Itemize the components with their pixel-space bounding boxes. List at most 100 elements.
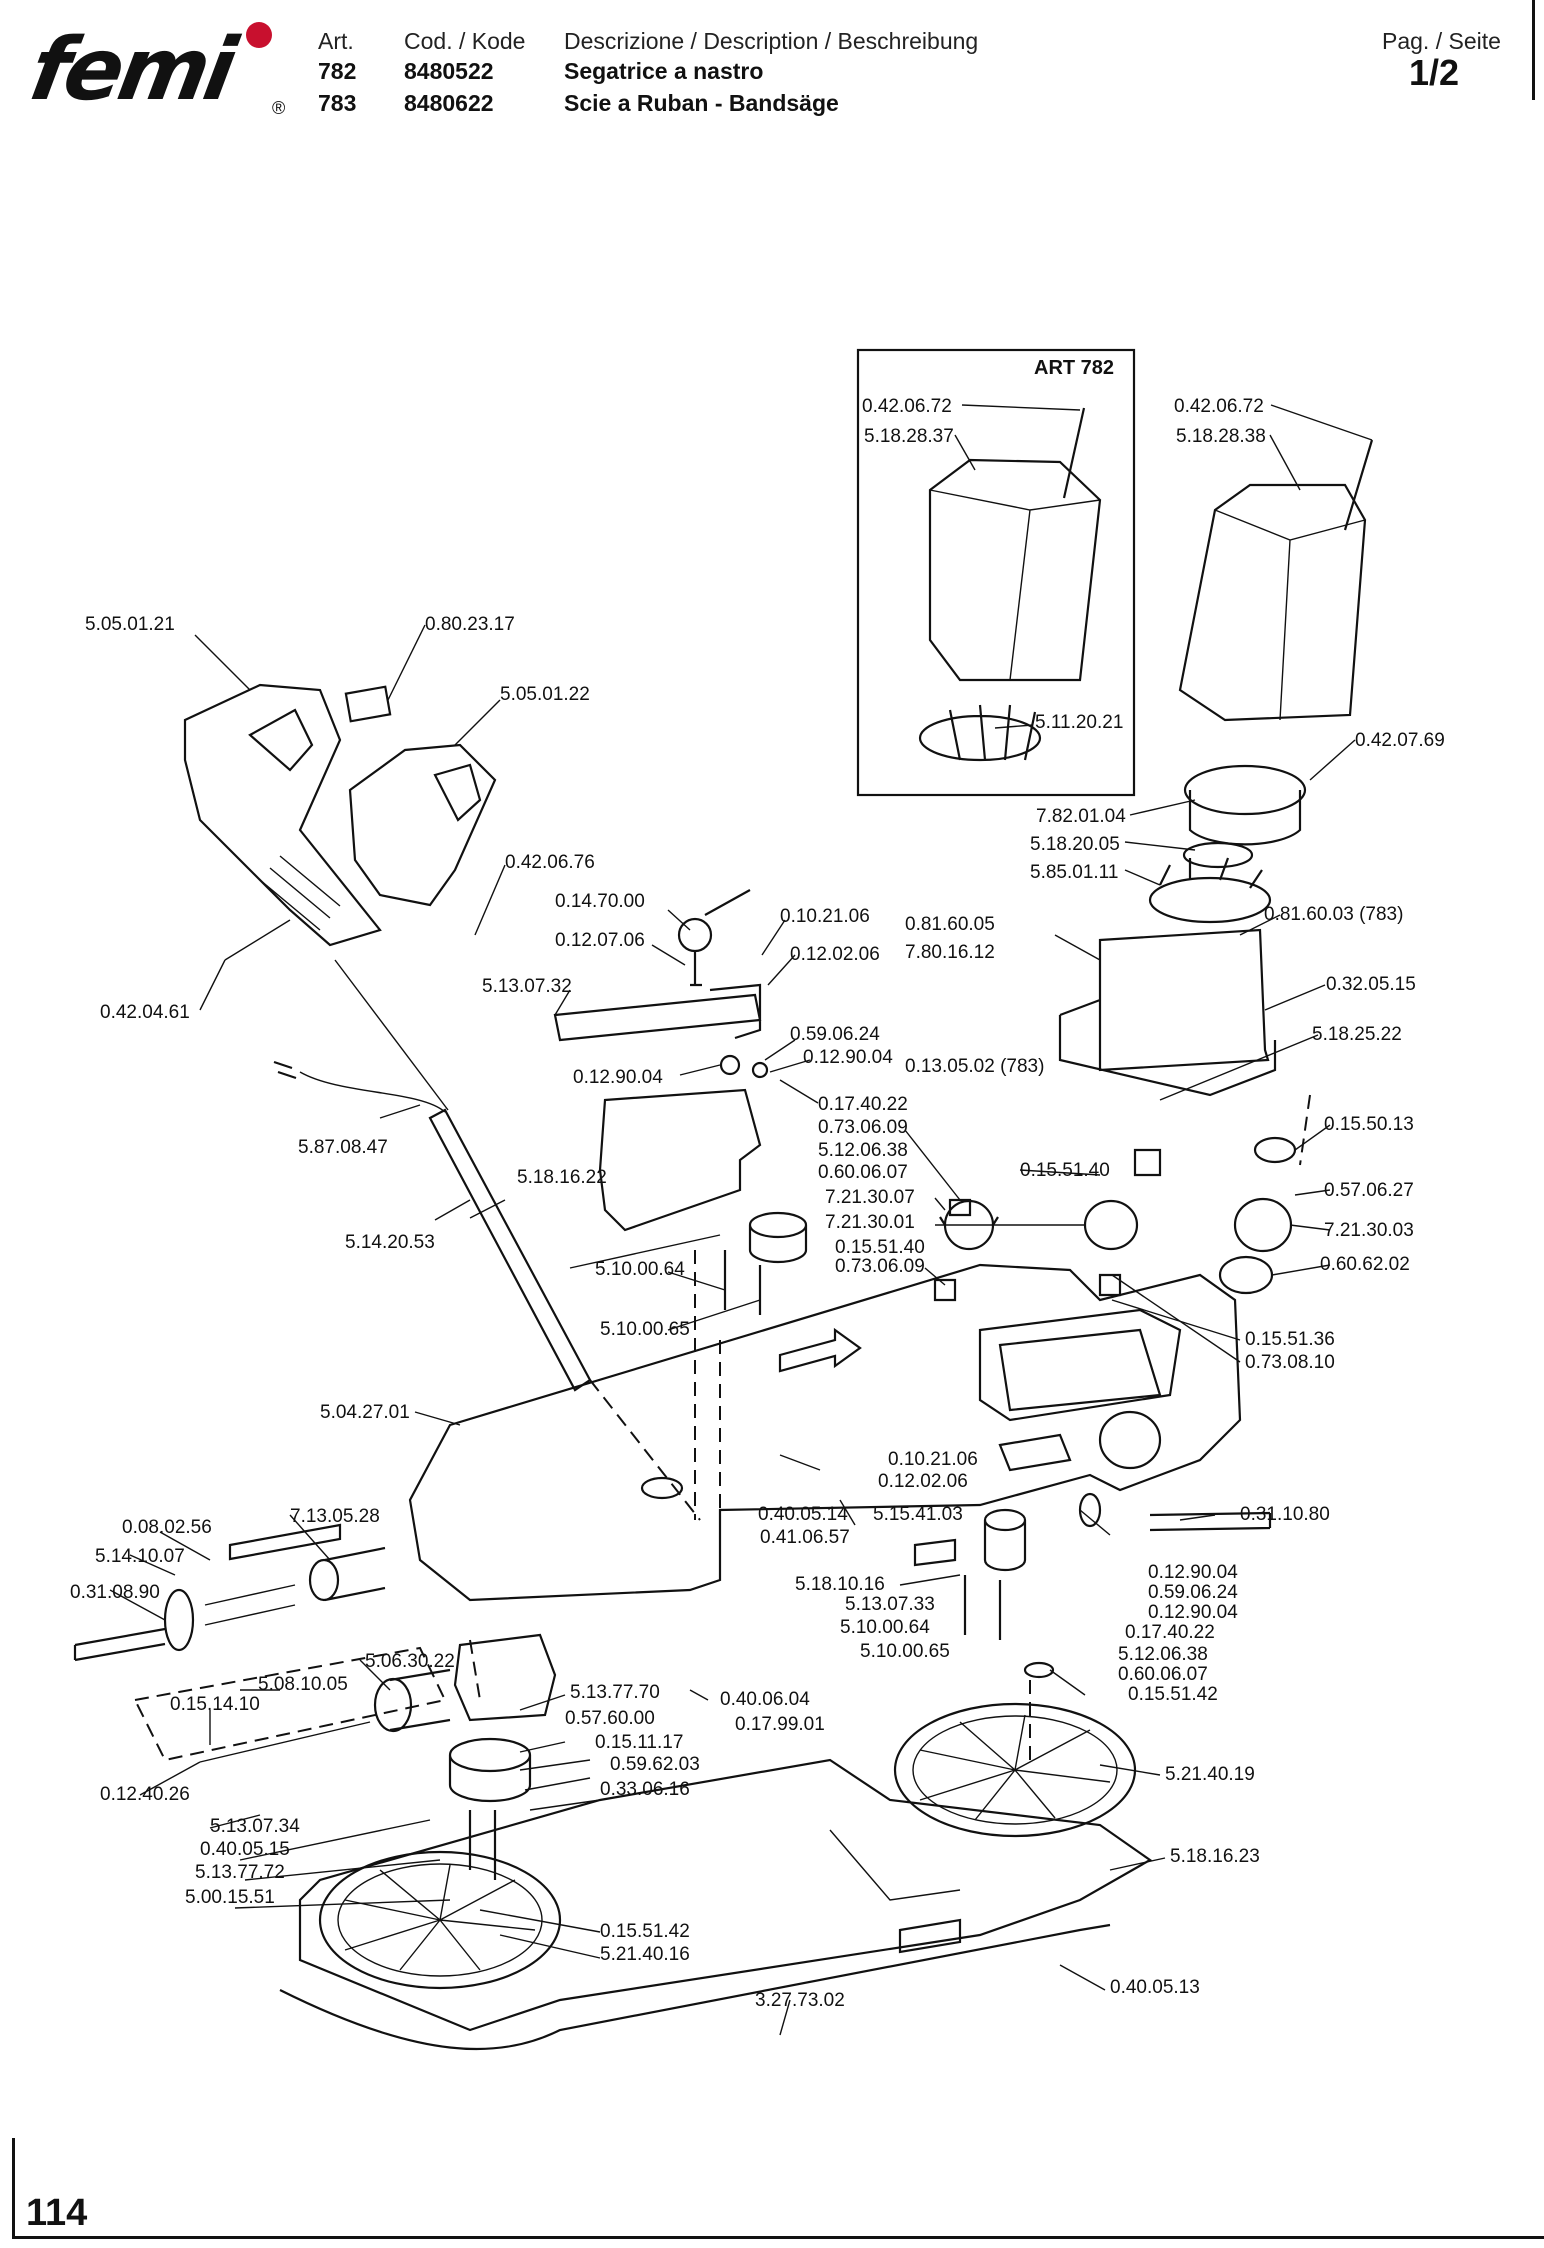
part-label: 5.10.00.64 — [595, 1259, 685, 1280]
part-label: 5.13.77.72 — [195, 1862, 285, 1883]
part-label: 0.12.02.06 — [790, 944, 880, 965]
part-label: 5.18.16.22 — [517, 1167, 607, 1188]
part-label: 0.12.90.04 — [573, 1067, 663, 1088]
tension-spring — [204, 1584, 296, 1626]
part-label: 0.60.62.02 — [1320, 1254, 1410, 1275]
tension-screw — [73, 1627, 166, 1662]
bearing-0.60.62.02 — [1218, 1255, 1274, 1295]
part-number-labels: 0.42.06.72 5.18.28.37 0.42.06.72 5.18.28.38… — [70, 396, 1445, 2011]
part-label: 0.80.23.17 — [425, 614, 515, 635]
leader-lines — [109, 404, 1373, 2036]
part-label: 5.04.27.01 — [320, 1402, 410, 1423]
diagram-drawings: ART 782 — [73, 348, 1374, 2051]
part-label: 0.59.06.24 — [790, 1024, 880, 1045]
part-label: 5.21.40.19 — [1165, 1764, 1255, 1785]
handle-tube — [428, 1108, 592, 1392]
part-label: 0.57.60.00 — [565, 1708, 655, 1729]
part-label: 5.10.00.65 — [860, 1641, 950, 1662]
handwheel — [163, 1588, 195, 1652]
part-label: 0.13.05.02 (783) — [905, 1056, 1044, 1077]
part-label: 5.06.30.22 — [365, 1651, 455, 1672]
motor-flange — [1183, 764, 1307, 846]
header-art-783: 783 — [318, 90, 357, 116]
part-label: 3.27.73.02 — [755, 1990, 845, 2011]
part-label: 0.12.90.04 — [803, 1047, 893, 1068]
part-label: 0.15.11.17 — [595, 1732, 683, 1753]
part-label: 5.18.28.37 — [864, 426, 954, 447]
part-label: 0.73.08.10 — [1245, 1352, 1335, 1373]
part-label: 0.81.60.05 — [905, 914, 995, 935]
part-label: 5.12.06.38 — [818, 1140, 908, 1161]
part-label: 0.41.06.57 — [760, 1527, 850, 1548]
part-label: 7.82.01.04 — [1036, 806, 1126, 827]
spacer-ring — [1182, 841, 1254, 869]
part-label: 5.18.28.38 — [1176, 426, 1266, 447]
header-page-label: Pag. / Seite — [1382, 28, 1501, 54]
part-label: 0.15.51.42 — [1128, 1684, 1218, 1705]
guide-bearing-upper — [748, 1211, 808, 1264]
part-label: 5.13.07.32 — [482, 976, 572, 997]
header-art-782: 782 — [318, 58, 357, 84]
part-label: 0.15.51.42 — [600, 1921, 690, 1942]
part-label: 0.14.70.00 — [555, 891, 645, 912]
part-label: 0.60.06.07 — [1118, 1664, 1208, 1685]
part-label: 0.33.06.16 — [600, 1779, 690, 1800]
part-label: 0.15.51.40 — [1020, 1160, 1110, 1181]
logo-red-dot — [246, 22, 272, 48]
motor-782 — [928, 458, 1102, 682]
part-label: 0.81.60.03 (783) — [1264, 904, 1403, 925]
frame-motor-window — [978, 1308, 1182, 1422]
part-label: 7.21.30.07 — [825, 1187, 915, 1208]
drive-wheel — [318, 1850, 562, 1990]
part-label: 0.17.99.01 — [735, 1714, 825, 1735]
saw-frame — [408, 1263, 1242, 1602]
handle-right-half — [348, 743, 497, 907]
header-code-label: Cod. / Kode — [404, 28, 526, 54]
part-label: 0.08.02.56 — [122, 1517, 212, 1538]
part-label: 0.15.14.10 — [170, 1694, 260, 1715]
part-label: 5.10.00.64 — [840, 1617, 930, 1638]
tension-bracket — [553, 983, 762, 1042]
part-label: 5.14.10.07 — [95, 1546, 185, 1567]
part-label: 0.73.06.09 — [835, 1256, 925, 1277]
lower-guard — [298, 1758, 1153, 2032]
part-label: 0.42.06.72 — [862, 396, 952, 417]
part-label: 5.85.01.11 — [1030, 862, 1118, 883]
part-label: 7.80.16.12 — [905, 942, 995, 963]
part-label: 0.40.06.04 — [720, 1689, 810, 1710]
lever — [228, 1523, 342, 1561]
part-label: 0.31.08.90 — [70, 1582, 160, 1603]
part-label: 0.42.06.72 — [1174, 396, 1264, 417]
frame-line-right — [1532, 0, 1535, 100]
part-label: 0.31.10.80 — [1240, 1504, 1330, 1525]
part-label: 0.40.05.14 — [758, 1504, 848, 1525]
shaft-0.31.10.80 — [1149, 1511, 1272, 1532]
bearing-block — [448, 1737, 532, 1803]
part-label: 0.17.40.22 — [1125, 1622, 1215, 1643]
part-label: 5.18.25.22 — [1312, 1024, 1402, 1045]
part-label: 0.59.06.24 — [1148, 1582, 1238, 1603]
frame-line-left — [12, 2138, 15, 2238]
gear-7.21.30.03 — [1233, 1197, 1293, 1253]
part-label: 0.32.05.15 — [1326, 974, 1416, 995]
header-code-782: 8480522 — [404, 58, 494, 84]
part-label: 0.12.02.06 — [878, 1471, 968, 1492]
part-label: 0.10.21.06 — [888, 1449, 978, 1470]
part-label: 0.42.04.61 — [100, 1002, 190, 1023]
frame-line-bottom — [12, 2236, 1544, 2239]
part-label: 5.87.08.47 — [298, 1137, 388, 1158]
part-label: 5.08.10.05 — [258, 1674, 348, 1695]
fan-783 — [1148, 857, 1272, 924]
logo-registered-mark: ® — [272, 98, 286, 118]
part-label: 0.42.06.76 — [505, 852, 595, 873]
part-label: 0.57.06.27 — [1324, 1180, 1414, 1201]
part-label: 5.00.15.51 — [185, 1887, 275, 1908]
page-indicator: 1/2 — [1409, 52, 1460, 93]
part-label: 5.18.10.16 — [795, 1574, 885, 1595]
part-label: 0.60.06.07 — [818, 1162, 908, 1183]
cable — [299, 1071, 446, 1113]
part-label: 5.14.20.53 — [345, 1232, 435, 1253]
handle-left-half — [183, 683, 382, 947]
part-label: 0.40.05.13 — [1110, 1977, 1200, 1998]
